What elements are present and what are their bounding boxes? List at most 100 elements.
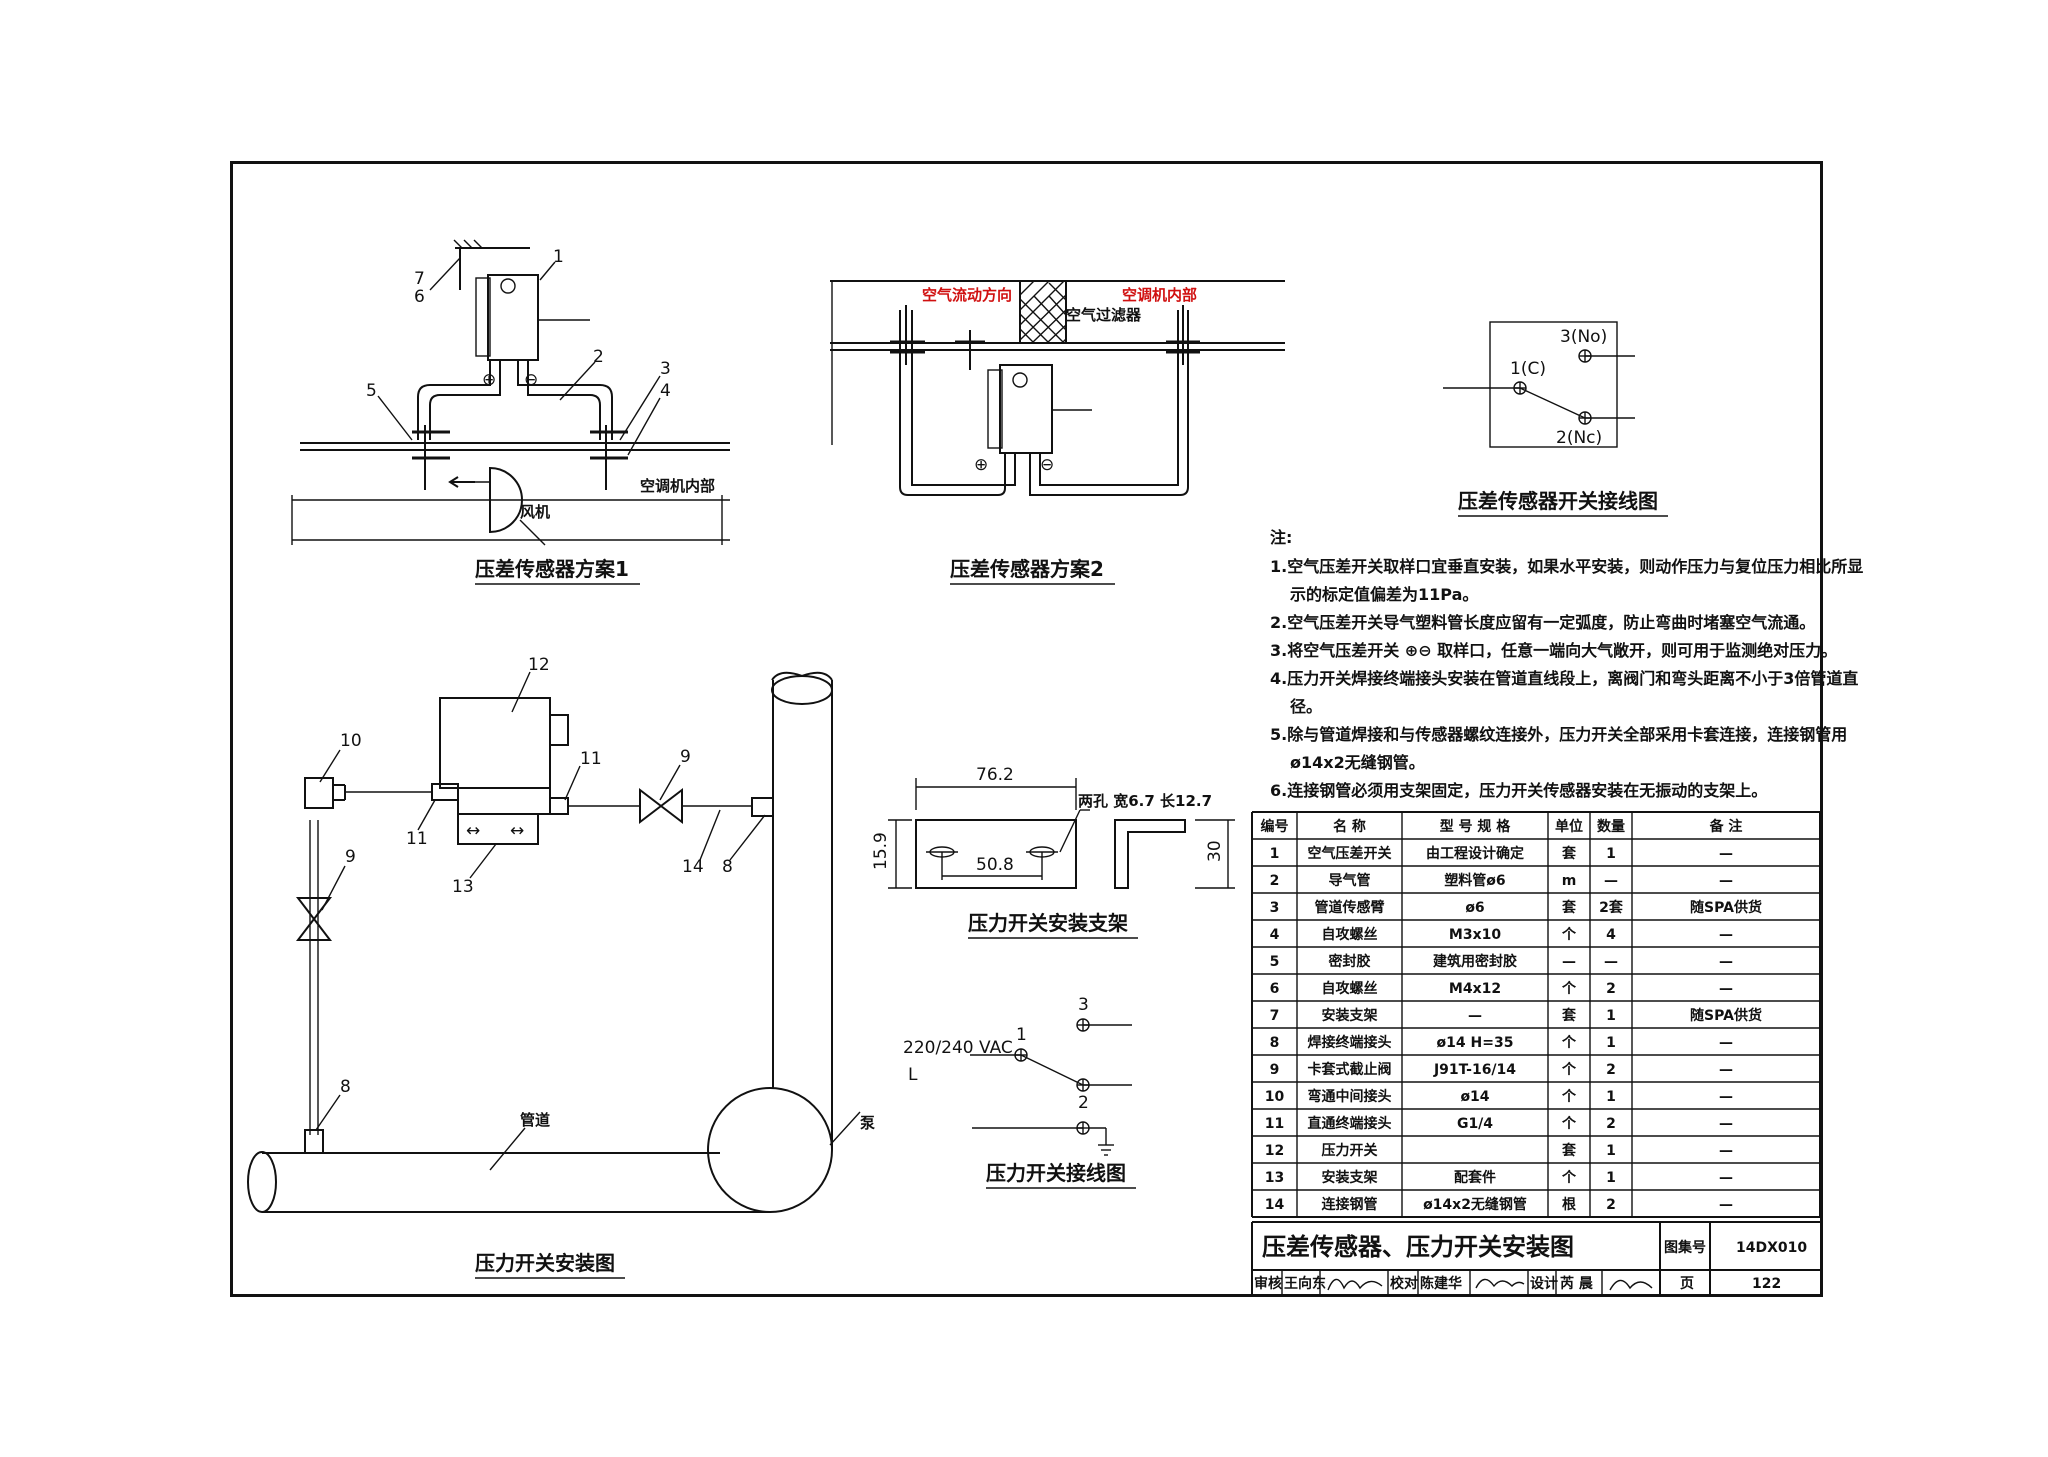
reviewer-name: 王向东 xyxy=(1284,1275,1326,1292)
label-3: 3 xyxy=(660,359,671,379)
table-cell: 3 xyxy=(1270,900,1280,916)
table-cell: 建筑用密封胶 xyxy=(1433,953,1517,970)
note-line-3: 2.空气压差开关导气塑料管长度应留有一定弧度，防止弯曲时堵塞空气流通。 xyxy=(1270,613,1815,632)
note-line-1: 1.空气压差开关取样口宜垂直安装，如果水平安装，则动作压力与复位压力相比所显 xyxy=(1270,557,1863,576)
table-cell: 随SPA供货 xyxy=(1690,899,1762,916)
note-line-5: 4.压力开关焊接终端接头安装在管道直线段上，离阀门和弯头距离不小于3倍管道直 xyxy=(1270,669,1858,688)
table-cell: G1/4 xyxy=(1457,1116,1493,1132)
table-cell: 随SPA供货 xyxy=(1690,1007,1762,1024)
table-cell: — xyxy=(1719,1116,1733,1132)
install-label-12: 12 xyxy=(528,655,550,675)
table-cell: 个 xyxy=(1561,1088,1577,1105)
label-2: 2 xyxy=(593,347,604,367)
table-cell: — xyxy=(1719,873,1733,889)
table-cell: 个 xyxy=(1561,1115,1577,1132)
table-cell: — xyxy=(1719,1089,1733,1105)
interior-label: 空调机内部 xyxy=(640,477,715,495)
table-cell: 卡套式截止阀 xyxy=(1308,1061,1392,1078)
table-cell: 安装支架 xyxy=(1322,1169,1378,1186)
table-cell: 13 xyxy=(1265,1170,1284,1186)
airflow-label: 空气流动方向 xyxy=(922,286,1012,304)
table-cell: 个 xyxy=(1561,926,1577,943)
table-cell: 空气压差开关 xyxy=(1308,845,1392,862)
install-label-8a: 8 xyxy=(722,857,733,877)
table-cell: — xyxy=(1719,1143,1733,1159)
table-cell: 8 xyxy=(1270,1035,1280,1051)
table-cell: M4x12 xyxy=(1449,981,1501,997)
table-cell: m xyxy=(1562,873,1577,889)
voltage-label: 220/240 VAC xyxy=(903,1038,1013,1058)
table-cell: 9 xyxy=(1270,1062,1280,1078)
table-cell: 2 xyxy=(1606,1197,1616,1213)
table-cell: — xyxy=(1719,927,1733,943)
terminal-2: 2 xyxy=(1078,1093,1089,1113)
bracket-arrows: ↔ xyxy=(466,821,480,841)
install-label-9b: 9 xyxy=(345,847,356,867)
pump-label: 泵 xyxy=(860,1114,875,1132)
scheme-1-title: 压差传感器方案1 xyxy=(475,557,629,581)
diagram-switch-wiring: 220/240 VAC L 1 3 2 压力开关接线图 xyxy=(903,995,1136,1189)
table-cell: 套 xyxy=(1562,899,1576,916)
table-cell: 4 xyxy=(1270,927,1280,943)
note-line-7: 5.除与管道焊接和与传感器螺纹连接外，压力开关全部采用卡套连接，连接钢管用 xyxy=(1270,725,1847,744)
table-cell: 6 xyxy=(1270,981,1280,997)
label-1: 1 xyxy=(553,247,564,267)
review-label: 审核 xyxy=(1254,1275,1282,1292)
dim-30: 30 xyxy=(1205,840,1225,862)
install-label-10: 10 xyxy=(340,731,362,751)
diagram-scheme-2: 空气流动方向 空调机内部 空气过滤器 ⊕ ⊖ 压差传感器方案2 xyxy=(830,280,1285,585)
table-cell: 2 xyxy=(1270,873,1280,889)
table-cell: 焊接终端接头 xyxy=(1308,1034,1392,1051)
table-header: 型 号 规 格 xyxy=(1440,818,1512,835)
table-cell: 安装支架 xyxy=(1322,1007,1378,1024)
atlas-number: 14DX010 xyxy=(1736,1240,1807,1256)
wire-no: 3(No) xyxy=(1560,327,1607,347)
table-cell: 4 xyxy=(1606,927,1616,943)
terminal-1: 1 xyxy=(1016,1025,1027,1045)
table-cell: — xyxy=(1468,1008,1482,1024)
table-cell: 10 xyxy=(1265,1089,1285,1105)
terminal-3: 3 xyxy=(1078,995,1089,1015)
install-label-14: 14 xyxy=(682,857,704,877)
table-cell: M3x10 xyxy=(1449,927,1501,943)
table-cell: 连接钢管 xyxy=(1322,1196,1378,1213)
table-cell: 1 xyxy=(1606,1035,1616,1051)
table-header: 名 称 xyxy=(1333,818,1366,835)
table-cell: 1 xyxy=(1606,1089,1616,1105)
title-block: 压差传感器、压力开关安装图 图集号 14DX010 审核 王向东 校对 陈建华 … xyxy=(1251,1221,1820,1294)
table-cell: — xyxy=(1562,954,1576,970)
table-cell: 塑料管ø6 xyxy=(1444,872,1505,889)
table-cell: 个 xyxy=(1561,1169,1577,1186)
table-cell: — xyxy=(1719,1035,1733,1051)
table-cell: — xyxy=(1719,981,1733,997)
table-cell: 个 xyxy=(1561,1034,1577,1051)
table-cell: 1 xyxy=(1270,846,1280,862)
note-line-9: 6.连接钢管必须用支架固定，压力开关传感器安装在无振动的支架上。 xyxy=(1270,781,1767,800)
wire-c: 1(C) xyxy=(1510,359,1546,379)
table-header: 数量 xyxy=(1597,818,1625,835)
notes-head: 注: xyxy=(1270,528,1292,547)
table-cell: 1 xyxy=(1606,846,1616,862)
switch-wiring-title: 压力开关接线图 xyxy=(986,1161,1126,1185)
table-cell: 管道传感臂 xyxy=(1315,899,1385,916)
note-line-6: 径。 xyxy=(1290,697,1322,716)
table-cell: — xyxy=(1719,1197,1733,1213)
table-cell: 压力开关 xyxy=(1322,1142,1378,1159)
table-cell: 自攻螺丝 xyxy=(1322,926,1378,943)
diagram-pressure-switch-install: 泵 管道 ↔ ↔ 12 10 11 11 xyxy=(247,655,875,1279)
table-cell: 14 xyxy=(1265,1197,1285,1213)
sensor-wiring-title: 压差传感器开关接线图 xyxy=(1458,489,1658,513)
table-cell: 套 xyxy=(1562,1142,1576,1159)
filter-label: 空气过滤器 xyxy=(1066,306,1142,324)
fan-label: 风机 xyxy=(520,503,550,521)
minus-symbol-2: ⊖ xyxy=(1040,455,1054,475)
install-label-13: 13 xyxy=(452,877,474,897)
interior-label-2: 空调机内部 xyxy=(1122,286,1197,304)
table-cell: 弯通中间接头 xyxy=(1308,1088,1392,1105)
note-line-2: 示的标定值偏差为11Pa。 xyxy=(1290,585,1478,604)
dim-15: 15.9 xyxy=(871,832,891,870)
diagram-sensor-wiring: 1(C) 3(No) 2(Nc) 压差传感器开关接线图 xyxy=(1443,321,1668,517)
label-4: 4 xyxy=(660,381,671,401)
designer-name: 芮 晨 xyxy=(1560,1275,1594,1292)
diagram-bracket: 76.2 50.8 15.9 两孔 宽6.7 长12.7 30 压力开关安装支架 xyxy=(871,765,1235,939)
